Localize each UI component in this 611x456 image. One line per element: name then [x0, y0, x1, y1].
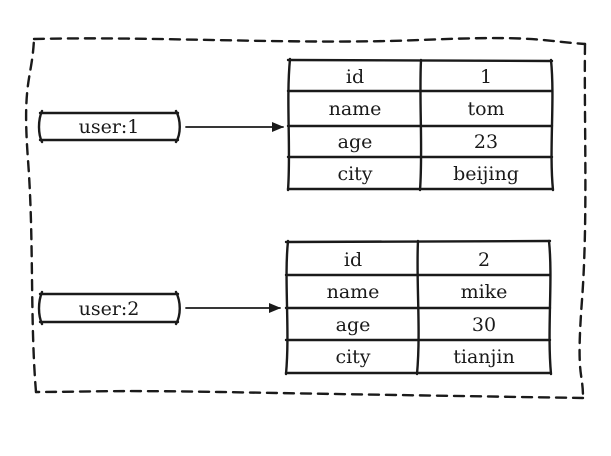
hash-field: name [329, 98, 382, 120]
hash-value: mike [461, 281, 508, 303]
outer-dashed-border [24, 36, 587, 400]
key-box-user-2: user:2 [37, 290, 181, 326]
hash-table-user-2: id 2 name mike age 30 city tianjin [284, 239, 553, 376]
key-group-user-1: user:1 id 1 name tom age 23 city beijing [37, 57, 555, 192]
hash-field: city [335, 346, 370, 368]
key-box-user-1: user:1 [37, 109, 181, 144]
hash-field: age [336, 314, 371, 336]
hash-value: 2 [478, 249, 490, 271]
hash-field: id [346, 66, 364, 88]
hash-value: beijing [453, 163, 519, 185]
key-group-user-2: user:2 id 2 name mike age 30 city tianji… [37, 239, 553, 376]
hash-value: tom [467, 98, 504, 120]
key-label: user:1 [79, 116, 140, 138]
hash-field: city [337, 163, 372, 185]
hash-table-user-1: id 1 name tom age 23 city beijing [286, 57, 555, 192]
hash-value: tianjin [453, 346, 514, 368]
hash-field: name [327, 281, 380, 303]
hash-value: 30 [472, 314, 496, 336]
hash-field: age [338, 131, 373, 153]
hash-value: 1 [480, 66, 492, 88]
hash-field: id [344, 249, 362, 271]
hash-value: 23 [474, 131, 498, 153]
key-label: user:2 [79, 298, 140, 320]
